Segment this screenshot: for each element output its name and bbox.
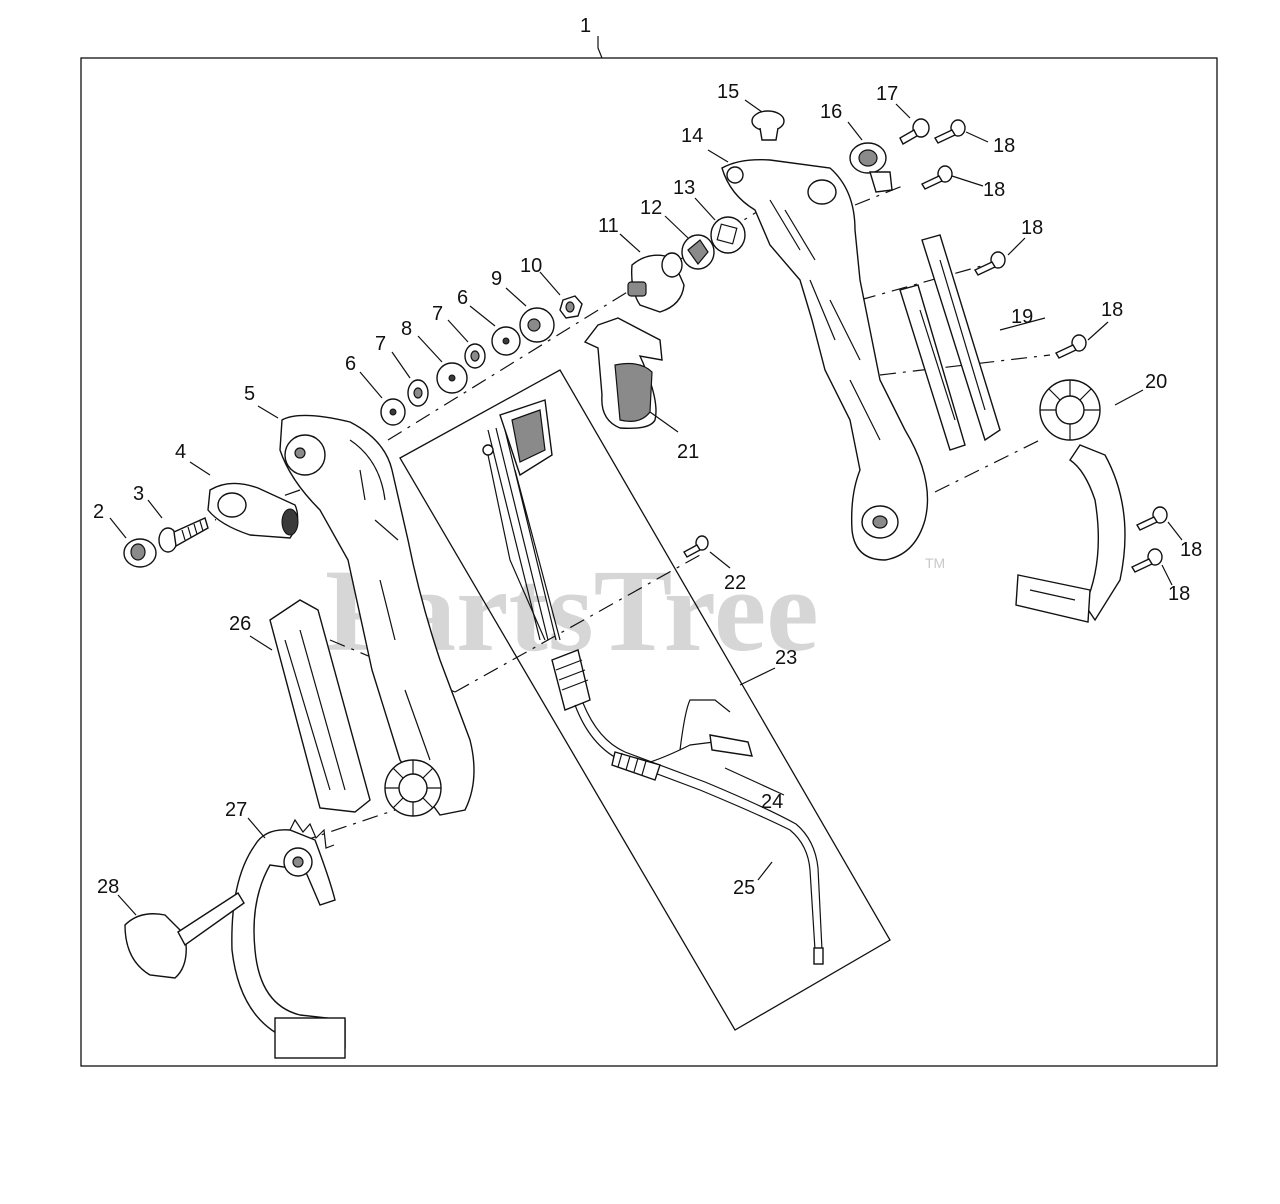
callout-10: 10 (520, 255, 542, 277)
axis-line-clamp27 (299, 809, 396, 843)
callout-27: 27 (225, 799, 247, 821)
callout-18e: 18 (1180, 539, 1202, 561)
axis-line-bracket20 (934, 439, 1041, 493)
part-19-rail (899, 234, 1001, 451)
part-7-spacer-b (464, 343, 486, 369)
part-11-switch (627, 252, 685, 313)
callout-18d: 18 (1101, 299, 1123, 321)
part-7-spacer-a (407, 379, 429, 407)
callout-26: 26 (229, 613, 251, 635)
part-18-screw-e (1136, 506, 1168, 531)
part-15-plug (751, 110, 785, 141)
callout-5: 5 (244, 383, 255, 405)
part-28-knob-bolt (124, 892, 245, 979)
callout-28: 28 (97, 876, 119, 898)
assembly-leader (597, 36, 603, 59)
callout-2: 2 (93, 501, 104, 523)
callout-20: 20 (1145, 371, 1167, 393)
callout-8: 8 (401, 318, 412, 340)
callout-11: 11 (598, 215, 619, 237)
part-6-washer-a (380, 398, 406, 426)
part-5-handle-left (279, 414, 475, 816)
callout-18c: 18 (1021, 217, 1043, 239)
part-16-knob (849, 142, 893, 193)
cable-subassembly-frame (399, 369, 891, 1031)
axis-line-knob16 (854, 184, 906, 206)
callout-15: 15 (717, 81, 739, 103)
callout-7b: 7 (432, 303, 443, 325)
callout-18a: 18 (993, 135, 1015, 157)
callout-13: 13 (673, 177, 695, 199)
part-18-screw-c (974, 251, 1006, 276)
part-8-washer (436, 362, 468, 394)
axis-line-screw18 (879, 354, 1051, 376)
callout-19: 19 (1011, 306, 1033, 328)
part-17-bolt (899, 118, 930, 145)
part-25-throttle-cable (574, 702, 824, 965)
part-2-nut (123, 538, 157, 568)
part-10-nut (559, 295, 583, 319)
axis-line-screw18b (859, 264, 986, 301)
callout-16: 16 (820, 101, 842, 123)
part-18-screw-d (1055, 334, 1087, 359)
callout-12: 12 (640, 197, 662, 219)
callout-21: 21 (677, 441, 699, 463)
callout-17: 17 (876, 83, 898, 105)
part-20-bracket (1015, 379, 1126, 623)
part-27-clamp (231, 818, 346, 1059)
callout-9: 9 (491, 268, 502, 290)
part-14-handle-right (721, 158, 929, 561)
part-23-cable-assembly (482, 399, 591, 711)
part-3-screw (158, 517, 209, 553)
part-22-screw (683, 535, 709, 558)
callout-18f: 18 (1168, 583, 1190, 605)
part-5-gear (384, 759, 442, 817)
part-18-screw-b (921, 165, 953, 190)
leader-lines (109, 99, 1183, 916)
part-18-screw-f (1131, 548, 1163, 573)
part-6-washer-b (491, 326, 521, 356)
callout-3: 3 (133, 483, 144, 505)
callout-7a: 7 (375, 333, 386, 355)
callout-23: 23 (775, 647, 797, 669)
callout-25: 25 (733, 877, 755, 899)
part-13-plate (710, 216, 746, 254)
callout-6b: 6 (457, 287, 468, 309)
watermark-trademark: TM (925, 555, 945, 571)
part-21-trigger (583, 317, 663, 430)
part-26-cover (269, 599, 371, 813)
callout-1: 1 (580, 15, 591, 37)
callout-6a: 6 (345, 353, 356, 375)
axis-line-screw22 (454, 554, 701, 693)
part-9-collar (519, 307, 555, 343)
callout-24: 24 (761, 791, 783, 813)
assembly-frame (80, 57, 1218, 1067)
part-12-plate (681, 234, 715, 270)
part-4-lever (207, 482, 299, 539)
callout-4: 4 (175, 441, 186, 463)
part-24-wire (639, 699, 753, 766)
part-18-screw-a (934, 119, 966, 144)
callout-14: 14 (681, 125, 703, 147)
callout-22: 22 (724, 572, 746, 594)
callout-18b: 18 (983, 179, 1005, 201)
